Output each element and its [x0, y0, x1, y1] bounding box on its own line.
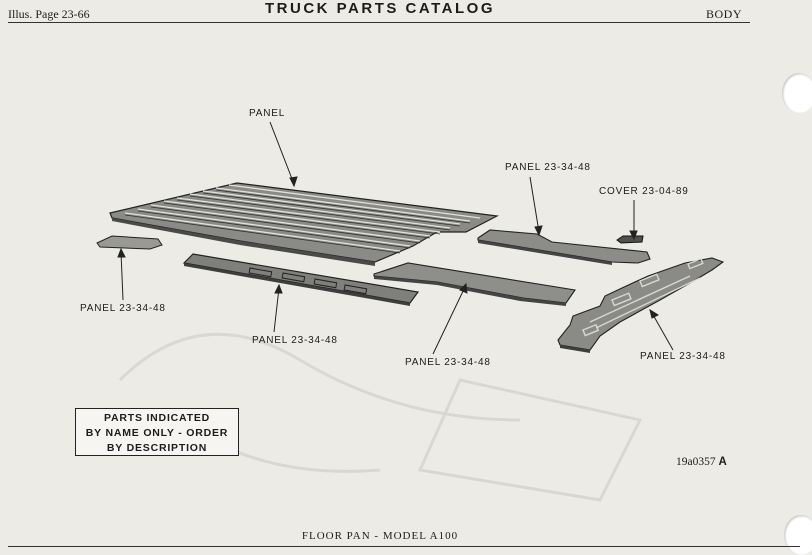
reference-number: 19a0357 [676, 456, 716, 468]
main-floor-panel [109, 182, 499, 266]
small-left-panel [96, 235, 163, 250]
notice-line-3: BY DESCRIPTION [106, 442, 208, 454]
reference-suffix: A [718, 456, 727, 468]
callout-panel-left-small: PANEL 23-34-48 [80, 303, 166, 314]
callout-panel-lower-right: PANEL 23-34-48 [640, 351, 726, 362]
center-panel [373, 262, 576, 306]
lower-right-panel [557, 257, 725, 353]
binder-hole-bottom [784, 515, 812, 555]
notice-line-2: BY NAME ONLY - ORDER [85, 427, 229, 439]
cover-plate [616, 235, 644, 244]
callout-panel-main: PANEL [249, 108, 286, 119]
notice-line-1: PARTS INDICATED [103, 412, 211, 424]
catalog-title: TRUCK PARTS CATALOG [265, 0, 495, 17]
order-notice-box: PARTS INDICATED BY NAME ONLY - ORDER BY … [75, 408, 239, 456]
illus-page-number: Illus. Page 23-66 [8, 7, 90, 21]
illustration-reference: 19a0357 A [676, 456, 727, 468]
binder-hole-top [782, 73, 812, 113]
section-name: BODY [705, 7, 742, 21]
footer-rule [8, 546, 800, 547]
callout-panel-upper-right: PANEL 23-34-48 [505, 162, 591, 173]
callout-panel-strip: PANEL 23-34-48 [252, 335, 338, 346]
callout-panel-center: PANEL 23-34-48 [405, 357, 491, 368]
long-strip-panel [182, 253, 420, 306]
header-rule [8, 22, 750, 23]
callout-cover: COVER 23-04-89 [599, 186, 689, 197]
upper-right-panel [477, 229, 651, 265]
figure-caption: FLOOR PAN - MODEL A100 [301, 530, 459, 542]
leader-lines [117, 121, 674, 355]
